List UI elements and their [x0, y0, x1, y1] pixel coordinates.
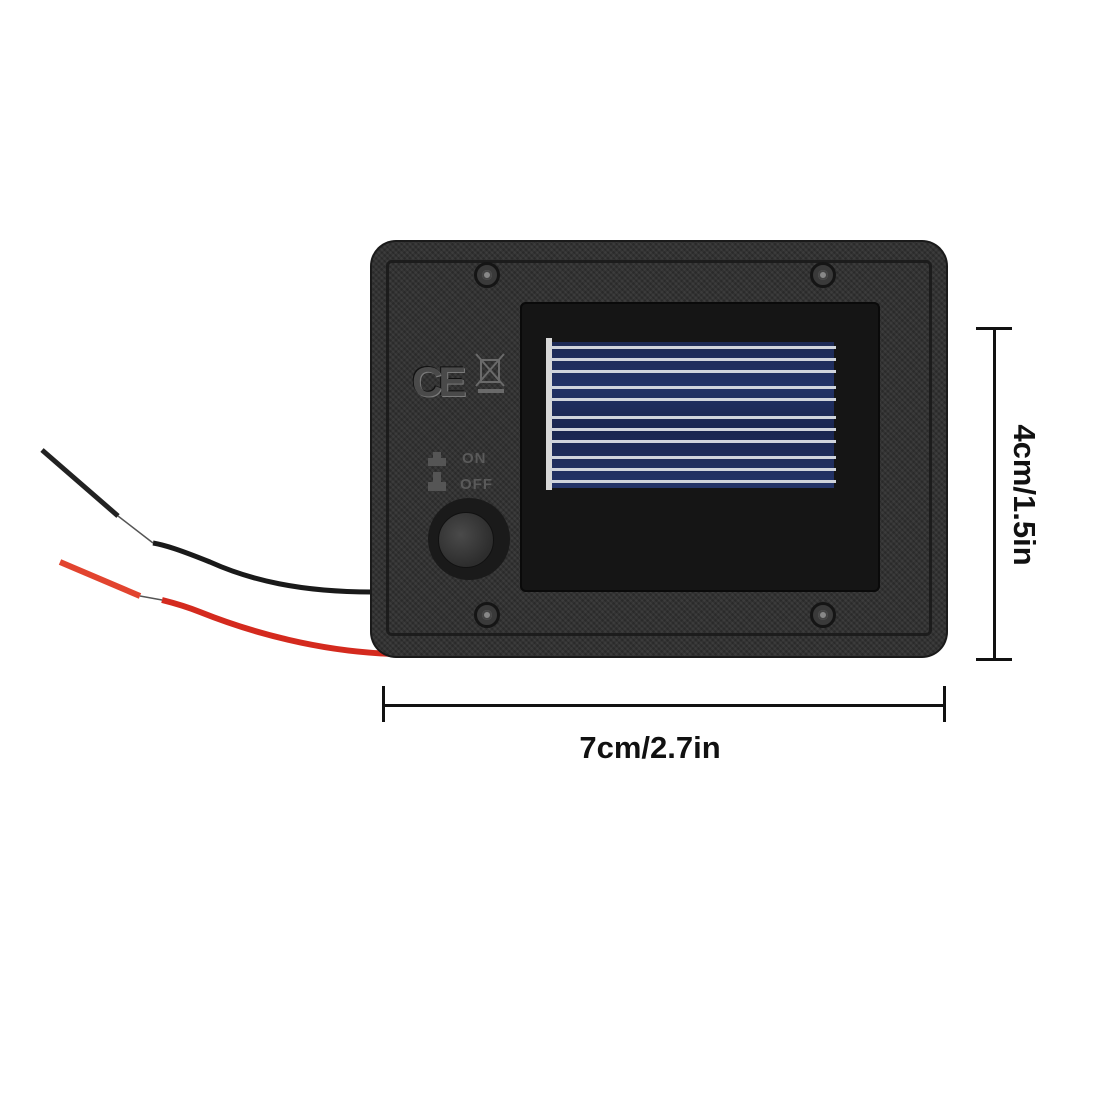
switch-position-icon: [428, 452, 446, 491]
height-dimension-cap-top: [976, 327, 1012, 330]
power-button[interactable]: [438, 512, 494, 568]
switch-off-label: OFF: [460, 476, 493, 493]
solar-grid-line: [550, 440, 836, 443]
width-dimension-line: [383, 704, 946, 707]
screw-icon: [810, 602, 836, 628]
height-dimension-line: [993, 330, 996, 660]
housing-inner-frame: [386, 260, 932, 636]
height-dimension-cap-bottom: [976, 658, 1012, 661]
screw-icon: [474, 602, 500, 628]
solar-grid-line: [550, 480, 836, 483]
solar-cell: [550, 342, 834, 488]
solar-busbar: [546, 338, 552, 490]
solar-grid-line: [550, 456, 836, 459]
screw-icon: [810, 262, 836, 288]
solar-grid-line: [550, 428, 836, 431]
solar-panel-window: [520, 302, 880, 592]
black-wire: [152, 540, 373, 595]
red-wire: [161, 597, 396, 657]
solar-grid-line: [550, 416, 836, 419]
black-wire-core: [117, 515, 154, 544]
solar-grid-line: [550, 398, 836, 401]
ce-mark-icon: CE: [412, 358, 466, 405]
solar-grid-line: [550, 346, 836, 349]
width-dimension-label: 7cm/2.7in: [579, 730, 721, 765]
weee-bin-icon: [475, 353, 505, 393]
solar-grid-line: [550, 468, 836, 471]
red-wire-tip: [58, 559, 142, 599]
black-wire-tip: [40, 448, 120, 518]
solar-grid-line: [550, 370, 836, 373]
solar-module-housing: CE ON OFF: [370, 240, 948, 658]
width-dimension-cap-right: [943, 686, 946, 722]
height-dimension-label: 4cm/1.5in: [1007, 424, 1042, 566]
screw-icon: [474, 262, 500, 288]
switch-on-label: ON: [462, 450, 487, 467]
red-wire-core: [139, 595, 163, 601]
solar-grid-line: [550, 386, 836, 389]
solar-grid-line: [550, 358, 836, 361]
